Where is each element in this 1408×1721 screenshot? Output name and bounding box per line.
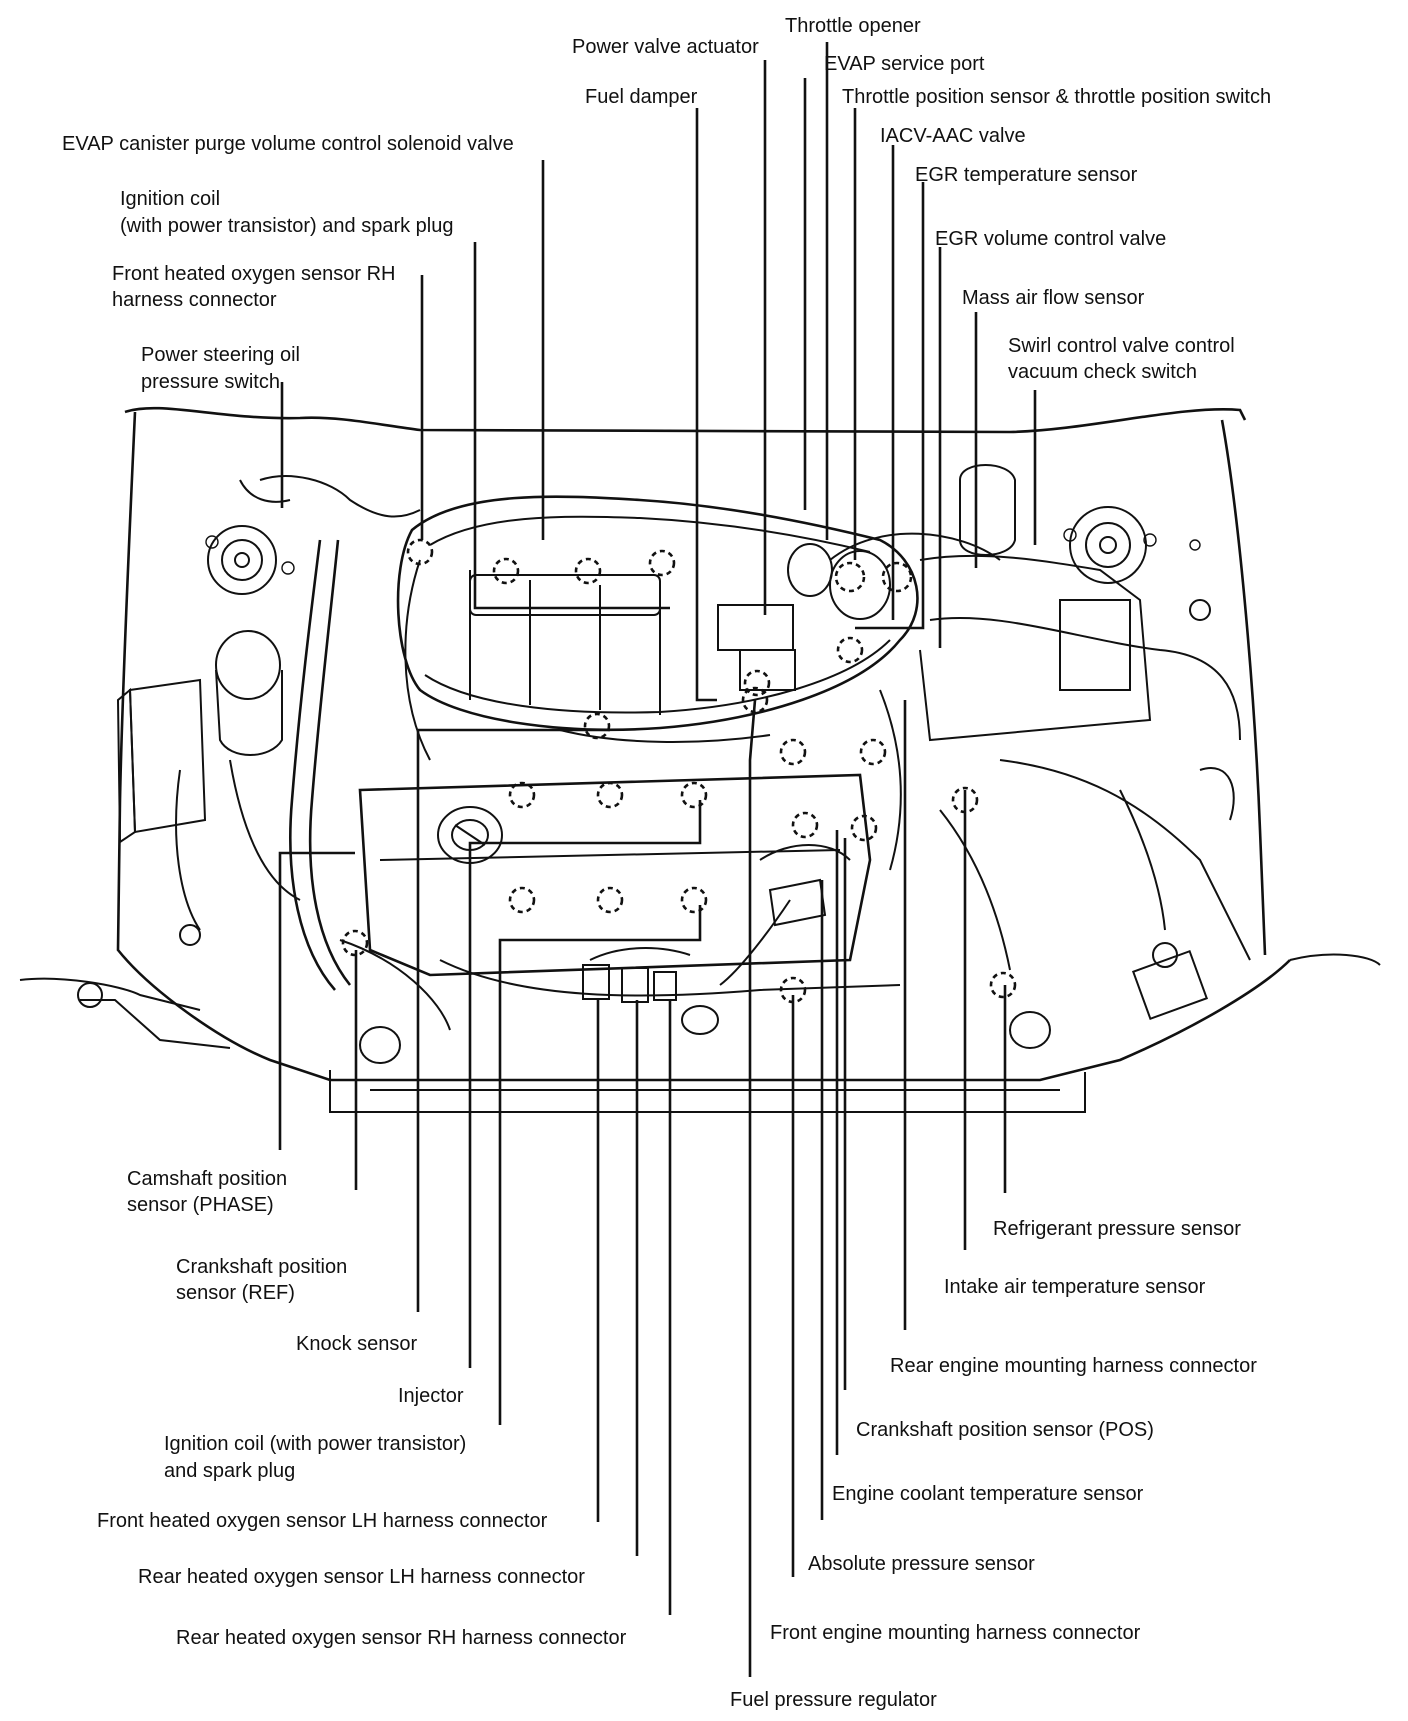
label-refrigerant-pressure-sensor: Refrigerant pressure sensor	[993, 1218, 1241, 1240]
label-throttle-opener: Throttle opener	[785, 15, 921, 37]
label-ps-oil-pressure-cont: pressure switch	[141, 371, 280, 393]
label-camshaft-phase: Camshaft position	[127, 1168, 287, 1190]
label-knock-sensor: Knock sensor	[296, 1333, 418, 1355]
label-absolute-pressure-sensor: Absolute pressure sensor	[808, 1553, 1035, 1575]
label-crankshaft-ref: Crankshaft position	[176, 1256, 347, 1278]
label-ignition-coil-bottom-cont: and spark plug	[164, 1460, 295, 1482]
label-crankshaft-pos-sensor: Crankshaft position sensor (POS)	[856, 1419, 1154, 1441]
label-swirl-control: Swirl control valve control	[1008, 335, 1235, 357]
label-throttle-position-sensor: Throttle position sensor & throttle posi…	[842, 86, 1271, 108]
label-egr-volume-control-valve: EGR volume control valve	[935, 228, 1166, 250]
leader-lines	[278, 42, 1037, 1677]
label-evap-purge-solenoid: EVAP canister purge volume control solen…	[62, 133, 514, 155]
label-ignition-coil-bottom: Ignition coil (with power transistor)	[164, 1433, 466, 1455]
label-rear-o2-lh: Rear heated oxygen sensor LH harness con…	[138, 1566, 585, 1588]
label-injector: Injector	[398, 1385, 464, 1407]
label-ignition-coil-top: Ignition coil	[120, 188, 220, 210]
label-intake-air-temp-sensor: Intake air temperature sensor	[944, 1276, 1206, 1298]
label-swirl-control-cont: vacuum check switch	[1008, 361, 1197, 383]
label-power-valve-actuator: Power valve actuator	[572, 36, 759, 58]
label-front-engine-mount-connector: Front engine mounting harness connector	[770, 1622, 1141, 1644]
label-camshaft-phase-cont: sensor (PHASE)	[127, 1194, 274, 1216]
label-evap-service-port: EVAP service port	[824, 53, 985, 75]
label-engine-coolant-temp-sensor: Engine coolant temperature sensor	[832, 1483, 1144, 1505]
label-egr-temperature-sensor: EGR temperature sensor	[915, 164, 1138, 186]
label-crankshaft-ref-cont: sensor (REF)	[176, 1282, 295, 1304]
component-location-markers	[341, 538, 1017, 1004]
label-iacv-aac-valve: IACV-AAC valve	[880, 125, 1026, 147]
component-labels: Throttle opener Power valve actuator EVA…	[62, 15, 1271, 1711]
label-front-o2-rh: Front heated oxygen sensor RH	[112, 263, 396, 285]
label-front-o2-rh-cont: harness connector	[112, 289, 277, 311]
label-fuel-damper: Fuel damper	[585, 86, 698, 108]
label-rear-engine-mount-connector: Rear engine mounting harness connector	[890, 1355, 1257, 1377]
label-rear-o2-rh: Rear heated oxygen sensor RH harness con…	[176, 1627, 627, 1649]
label-ignition-coil-top-cont: (with power transistor) and spark plug	[120, 215, 453, 237]
label-ps-oil-pressure: Power steering oil	[141, 344, 300, 366]
engine-illustration	[19, 406, 1381, 1113]
label-fuel-pressure-regulator: Fuel pressure regulator	[730, 1689, 937, 1711]
label-mass-air-flow-sensor: Mass air flow sensor	[962, 287, 1145, 309]
label-front-o2-lh: Front heated oxygen sensor LH harness co…	[97, 1510, 548, 1532]
